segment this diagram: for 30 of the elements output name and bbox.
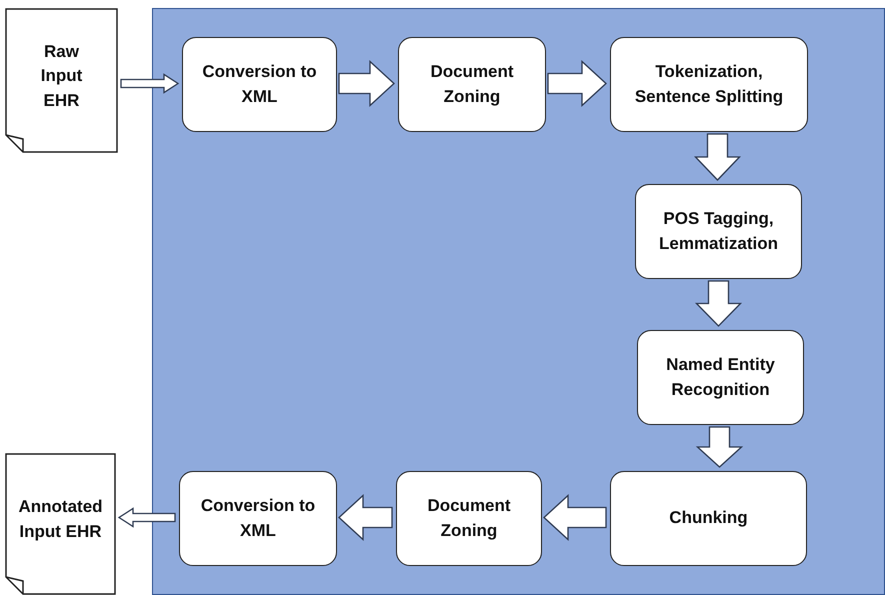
node-label: Named Entity Recognition <box>665 354 776 401</box>
process-box <box>396 471 542 566</box>
process-box <box>610 37 808 132</box>
document-shape <box>5 453 116 595</box>
document-shape <box>5 8 118 153</box>
node-label: POS Tagging, Lemmatization <box>658 208 780 254</box>
node-label: Chunking <box>668 507 749 530</box>
block-arrow <box>547 60 607 107</box>
block-arrow <box>338 494 393 541</box>
node-label: Annotated Input EHR <box>17 496 104 543</box>
block-arrow <box>696 426 744 468</box>
process-box <box>610 471 807 566</box>
block-arrow <box>338 60 395 107</box>
block-arrow <box>694 133 742 181</box>
process-box <box>179 471 337 566</box>
node-label: Document Zoning <box>426 494 512 542</box>
block-arrow <box>543 494 607 541</box>
node-label: Tokenization, Sentence Splitting <box>634 60 784 108</box>
process-box <box>182 37 337 132</box>
block-arrow <box>694 280 742 327</box>
block-arrow <box>118 507 176 528</box>
pipeline-panel <box>152 8 885 595</box>
node-label: Raw Input EHR <box>40 40 84 112</box>
block-arrow <box>120 73 180 94</box>
process-box <box>398 37 546 132</box>
process-box <box>637 330 804 425</box>
process-box <box>635 184 802 279</box>
node-label: Conversion to XML <box>200 494 316 542</box>
node-label: Document Zoning <box>429 60 515 108</box>
node-label: Conversion to XML <box>201 60 318 108</box>
